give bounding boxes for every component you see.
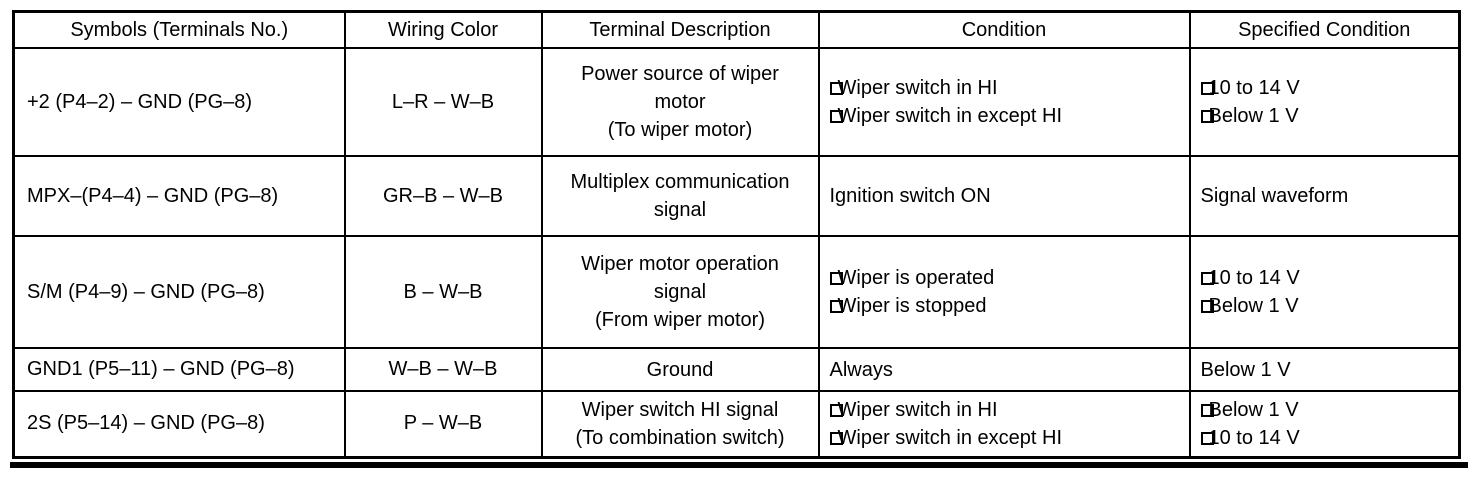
cell-wiring: B – W–B bbox=[343, 235, 543, 349]
description-line: Power source of wiper bbox=[581, 63, 779, 85]
cell-spec: Below 1 V 10 to 14 V bbox=[1188, 390, 1461, 458]
cell-terminal-description: Multiplex communication signal bbox=[540, 155, 820, 237]
bullet-square-icon bbox=[829, 110, 843, 123]
cell-wiring: L–R – W–B bbox=[343, 47, 543, 157]
specified-condition-item: Below 1 V bbox=[1200, 102, 1458, 130]
cell-wiring: W–B – W–B bbox=[343, 347, 543, 392]
bullet-square-icon bbox=[829, 300, 843, 313]
condition-item-label: Always bbox=[829, 358, 893, 381]
specified-condition-item-label: 10 to 14 V bbox=[1208, 77, 1300, 99]
description-line: signal bbox=[653, 199, 707, 221]
description-line: Ground bbox=[646, 358, 714, 381]
specified-condition-item-label: Below 1 V bbox=[1208, 398, 1299, 421]
specified-condition-item: 10 to 14 V bbox=[1200, 264, 1458, 292]
bullet-square-icon bbox=[1200, 431, 1214, 445]
specified-condition-item-label: Below 1 V bbox=[1200, 358, 1291, 381]
header-condition: Condition bbox=[817, 10, 1191, 49]
specified-condition-item: Below 1 V bbox=[1200, 356, 1458, 384]
cell-terminal-description: Ground bbox=[540, 347, 820, 392]
cell-symbols: GND1 (P5–11) – GND (PG–8) bbox=[12, 347, 346, 392]
condition-item: Wiper switch in HI bbox=[829, 74, 1188, 102]
condition-item: Wiper is stopped bbox=[829, 292, 1188, 320]
description-line: (To combination switch) bbox=[575, 426, 785, 449]
description-line: (To wiper motor) bbox=[607, 119, 753, 141]
condition-item-label: Ignition switch ON bbox=[829, 185, 991, 207]
specified-condition-item: Below 1 V bbox=[1200, 396, 1458, 424]
bullet-square-icon bbox=[829, 82, 843, 95]
bullet-square-icon bbox=[829, 272, 843, 285]
bullet-square-icon bbox=[1200, 300, 1214, 313]
cell-symbols: MPX–(P4–4) – GND (PG–8) bbox=[12, 155, 346, 237]
condition-item: Always bbox=[829, 356, 1188, 384]
cell-spec: Signal waveform bbox=[1188, 155, 1461, 237]
cell-cond: Wiper switch in HI Wiper switch in except… bbox=[817, 390, 1191, 458]
cell-terminal-description: Wiper motor operation signal (From wiper m… bbox=[540, 235, 820, 349]
description-line: (From wiper motor) bbox=[594, 309, 765, 331]
description-line: signal bbox=[653, 281, 707, 303]
condition-item: Wiper switch in HI bbox=[829, 396, 1188, 424]
condition-item: Wiper switch in except HI bbox=[829, 102, 1188, 130]
condition-item-label: Wiper switch in HI bbox=[837, 77, 998, 99]
cell-cond: Always bbox=[817, 347, 1191, 392]
table-header-row: Symbols (Terminals No.) Wiring Color Ter… bbox=[12, 10, 1461, 49]
cell-wiring: GR–B – W–B bbox=[343, 155, 543, 237]
bullet-square-icon bbox=[829, 431, 843, 445]
cell-terminal-description: Power source of wiper motor (To wiper moto… bbox=[540, 47, 820, 157]
description-line: Multiplex communication bbox=[570, 171, 790, 193]
bullet-square-icon bbox=[1200, 272, 1214, 285]
specified-condition-item-label: Signal waveform bbox=[1200, 185, 1349, 207]
cell-cond: Ignition switch ON bbox=[817, 155, 1191, 237]
header-symbols: Symbols (Terminals No.) bbox=[12, 10, 346, 49]
cell-spec: 10 to 14 V Below 1 V bbox=[1188, 47, 1461, 157]
cell-symbols: +2 (P4–2) – GND (PG–8) bbox=[12, 47, 346, 157]
condition-item: Wiper switch in except HI bbox=[829, 424, 1188, 452]
bullet-square-icon bbox=[1200, 403, 1214, 417]
header-terminal-description: Terminal Description bbox=[540, 10, 820, 49]
cell-symbols: S/M (P4–9) – GND (PG–8) bbox=[12, 235, 346, 349]
cell-symbols: 2S (P5–14) – GND (PG–8) bbox=[12, 390, 346, 458]
bullet-square-icon bbox=[1200, 82, 1214, 95]
specified-condition-item: 10 to 14 V bbox=[1200, 424, 1458, 452]
cell-wiring: P – W–B bbox=[343, 390, 543, 458]
specified-condition-item: Signal waveform bbox=[1200, 182, 1458, 210]
condition-item: Ignition switch ON bbox=[829, 182, 1188, 210]
terminal-spec-table: Symbols (Terminals No.) Wiring Color Ter… bbox=[12, 10, 1461, 459]
header-specified-condition: Specified Condition bbox=[1188, 10, 1461, 49]
description-line: Wiper motor operation bbox=[581, 253, 779, 275]
bullet-square-icon bbox=[829, 403, 843, 417]
condition-item-label: Wiper switch in except HI bbox=[837, 426, 1063, 449]
condition-item-label: Wiper is operated bbox=[837, 267, 995, 289]
page-divider-rule bbox=[10, 462, 1468, 468]
description-line: Wiper switch HI signal bbox=[581, 398, 779, 421]
cell-terminal-description: Wiper switch HI signal (To combination sw… bbox=[540, 390, 820, 458]
cell-cond: Wiper switch in HI Wiper switch in except… bbox=[817, 47, 1191, 157]
bullet-square-icon bbox=[1200, 110, 1214, 123]
table-row: GND1 (P5–11) – GND (PG–8)W–B – W–B Ground… bbox=[12, 347, 1461, 392]
specified-condition-item: 10 to 14 V bbox=[1200, 74, 1458, 102]
specified-condition-item-label: Below 1 V bbox=[1208, 295, 1299, 317]
condition-item: Wiper is operated bbox=[829, 264, 1188, 292]
header-wiring-color: Wiring Color bbox=[343, 10, 543, 49]
cell-spec: Below 1 V bbox=[1188, 347, 1461, 392]
description-line: motor bbox=[654, 91, 706, 113]
condition-item-label: Wiper is stopped bbox=[837, 295, 987, 317]
specified-condition-item: Below 1 V bbox=[1200, 292, 1458, 320]
condition-item-label: Wiper switch in except HI bbox=[837, 105, 1063, 127]
specified-condition-item-label: 10 to 14 V bbox=[1208, 267, 1300, 289]
cell-spec: 10 to 14 V Below 1 V bbox=[1188, 235, 1461, 349]
condition-item-label: Wiper switch in HI bbox=[837, 398, 998, 421]
specified-condition-item-label: 10 to 14 V bbox=[1208, 426, 1300, 449]
specified-condition-item-label: Below 1 V bbox=[1208, 105, 1299, 127]
